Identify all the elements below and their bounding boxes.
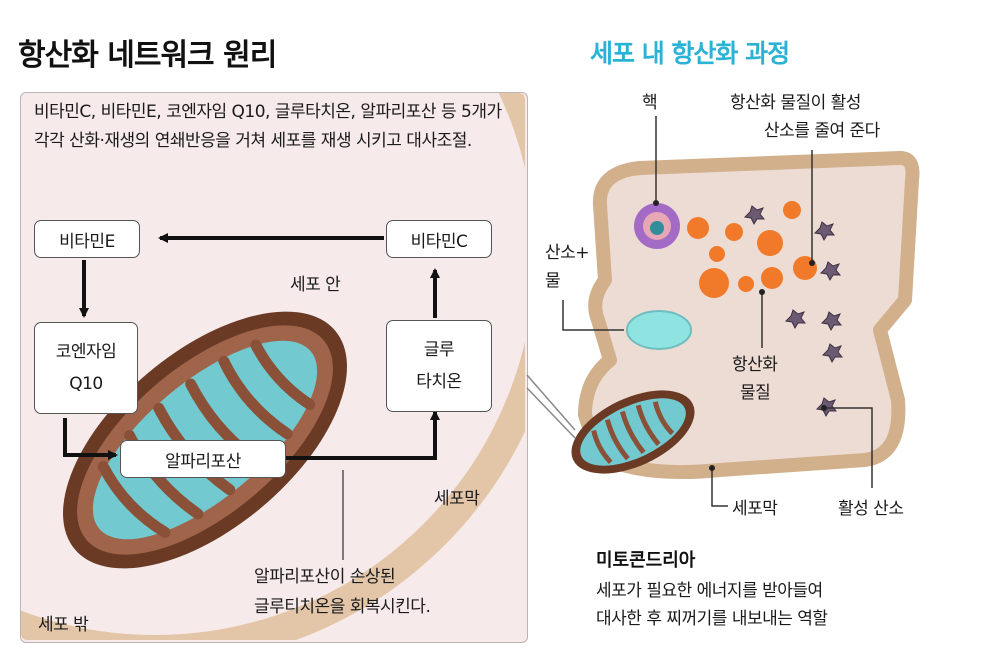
node-glutathione-line2: 타치온 xyxy=(416,372,462,392)
label-inside-cell: 세포 안 xyxy=(290,275,341,295)
label-cell-membrane-left: 세포막 xyxy=(434,489,480,509)
mitochondria-desc-line1: 세포가 필요한 에너지를 받아들여 xyxy=(596,581,823,601)
network-description: 비타민C, 비타민E, 코엔자임 Q10, 글루타치온, 알파리포산 등 5개가… xyxy=(34,102,502,151)
label-outside-cell: 세포 밖 xyxy=(38,615,89,635)
note-line1: 알파리포산이 손상된 xyxy=(254,567,396,587)
note-line2: 글루티치온을 회복시킨다. xyxy=(254,597,431,617)
node-alpha-lipoic-label: 알파리포산 xyxy=(165,451,241,472)
label-active-oxygen: 활성 산소 xyxy=(838,499,904,519)
mitochondrion-small xyxy=(571,390,695,474)
mitochondria-heading: 미토콘드리아 xyxy=(596,550,696,571)
mitochondria-desc-line2: 대사한 후 찌꺼기를 내보내는 역할 xyxy=(596,609,828,629)
node-vitamin-e: 비타민E xyxy=(34,220,140,258)
antioxidant-dots xyxy=(687,201,817,298)
node-alpha-lipoic: 알파리포산 xyxy=(120,440,286,478)
node-vitamin-c-label: 비타민C xyxy=(410,231,468,252)
node-coq10: 코엔자임 Q10 xyxy=(34,322,138,414)
nucleus xyxy=(634,203,680,249)
right-title: 세포 내 항산화 과정 xyxy=(590,39,790,68)
label-oxygen-water-line2: 물 xyxy=(545,271,561,291)
antioxidant-note-line2: 산소를 줄여 준다 xyxy=(764,121,880,141)
label-cell-membrane-right: 세포막 xyxy=(732,499,778,519)
node-vitamin-e-label: 비타민E xyxy=(59,231,115,252)
label-nucleus: 핵 xyxy=(642,93,658,113)
label-antioxidant-line1: 항산화 xyxy=(732,355,778,375)
node-coq10-line1: 코엔자임 xyxy=(55,342,117,362)
antioxidant-note-line1: 항산화 물질이 활성 xyxy=(730,93,861,113)
label-oxygen-water-line1: 산소+ xyxy=(545,243,590,263)
left-title: 항산화 네트워크 원리 xyxy=(18,38,277,73)
node-vitamin-c: 비타민C xyxy=(386,220,492,258)
node-glutathione: 글루 타치온 xyxy=(386,320,492,412)
node-coq10-line2: Q10 xyxy=(69,374,103,394)
oxygen-water-droplet xyxy=(626,310,692,350)
node-glutathione-line1: 글루 xyxy=(423,340,455,360)
label-antioxidant-line2: 물질 xyxy=(740,383,771,403)
